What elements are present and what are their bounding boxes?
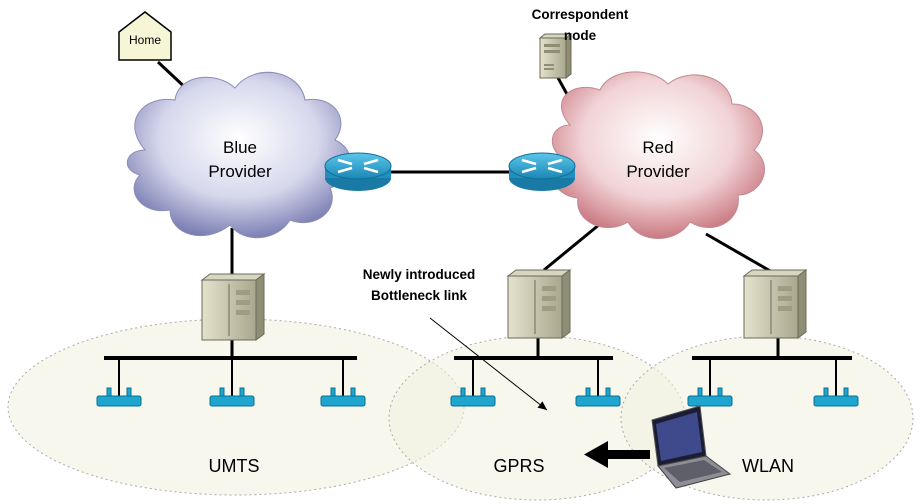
red-provider-line1: Red bbox=[642, 138, 674, 157]
annotation-line2: Bottleneck link bbox=[370, 288, 468, 303]
handover-arrow bbox=[584, 441, 650, 468]
umts-label: UMTS bbox=[208, 456, 260, 476]
red-to-gprs-gateway-link bbox=[543, 222, 601, 272]
correspondent-link bbox=[555, 75, 570, 97]
links bbox=[156, 60, 780, 356]
laptop-icon bbox=[651, 405, 732, 489]
home-house bbox=[118, 11, 172, 61]
red-provider-cloud bbox=[551, 71, 765, 239]
blue-provider-line2: Provider bbox=[208, 162, 272, 181]
gprs-gateway-server bbox=[506, 269, 572, 339]
red-router bbox=[508, 152, 576, 191]
blue-provider-line1: Blue bbox=[222, 138, 258, 157]
gprs-label: GPRS bbox=[493, 456, 545, 476]
lan-buses bbox=[104, 356, 852, 396]
blue-router bbox=[324, 152, 392, 191]
blue-provider-label: Blue Provider bbox=[190, 136, 290, 184]
correspondent-node-server bbox=[538, 32, 573, 80]
umts-gateway-server bbox=[200, 273, 266, 341]
umts-ap-3 bbox=[320, 387, 366, 407]
home-label: Home bbox=[128, 33, 161, 47]
red-to-wlan-gateway-link bbox=[705, 232, 773, 274]
umts-ap-2 bbox=[209, 387, 255, 407]
annotation-line1: Newly introduced bbox=[362, 267, 476, 282]
red-provider-line2: Provider bbox=[626, 162, 690, 181]
gprs-ap-2 bbox=[575, 387, 621, 407]
wlan-ap-2 bbox=[813, 387, 859, 407]
red-provider-label: Red Provider bbox=[608, 136, 708, 184]
wlan-label: WLAN bbox=[741, 456, 794, 476]
correspondent-node-label: Correspondent node bbox=[520, 4, 640, 46]
wlan-ap-1 bbox=[687, 387, 733, 407]
access-points bbox=[96, 387, 859, 407]
correspondent-label-line1: Correspondent bbox=[531, 7, 629, 22]
wlan-gateway-server bbox=[742, 269, 808, 339]
gprs-ap-1 bbox=[450, 387, 496, 407]
umts-ap-1 bbox=[96, 387, 142, 407]
correspondent-label-line2: node bbox=[563, 28, 597, 43]
bottleneck-annotation: Newly introduced Bottleneck link bbox=[334, 264, 504, 306]
annotation-pointer bbox=[429, 317, 548, 411]
